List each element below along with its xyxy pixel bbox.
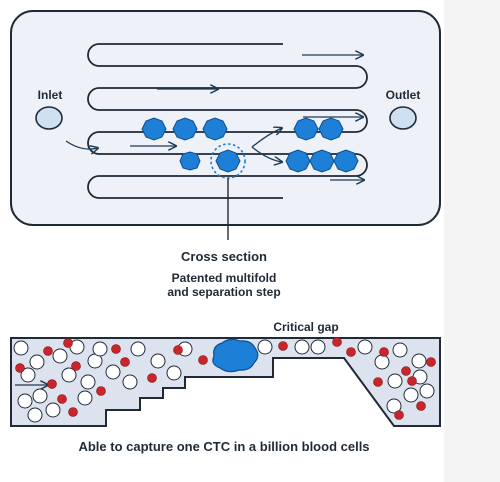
white-cell	[150, 353, 166, 369]
split-arrow-down	[251, 146, 282, 162]
red-cell	[198, 355, 208, 365]
separation-step-line-2: and separation step	[167, 285, 280, 299]
outlet-label: Outlet	[386, 88, 421, 102]
red-cell	[173, 345, 183, 355]
red-cell	[120, 357, 130, 367]
red-cell	[416, 401, 426, 411]
white-cell	[386, 398, 402, 414]
red-cell	[63, 338, 73, 348]
red-cells	[15, 337, 436, 420]
red-cell	[57, 394, 67, 404]
white-cell	[27, 407, 43, 423]
white-cell	[294, 339, 310, 355]
ctc-cell	[293, 117, 319, 141]
red-cell	[43, 346, 53, 356]
chip: Inlet Outlet	[10, 10, 441, 226]
white-cell	[92, 341, 108, 357]
white-cells	[13, 339, 435, 423]
ctc-cells	[141, 117, 359, 173]
ctc-cell	[318, 117, 344, 141]
white-cell	[130, 341, 146, 357]
white-cell	[374, 354, 390, 370]
red-cell	[111, 344, 121, 354]
white-cell	[403, 387, 419, 403]
ctc-cell	[215, 149, 241, 173]
red-cell	[332, 337, 342, 347]
white-cell	[13, 340, 29, 356]
inlet-port	[35, 106, 63, 130]
side-panel	[444, 0, 500, 482]
white-cell	[310, 339, 326, 355]
ctc-large	[212, 338, 259, 373]
white-cell	[419, 383, 435, 399]
outlet-port	[389, 106, 417, 130]
red-cell	[278, 341, 288, 351]
white-cell	[29, 354, 45, 370]
white-cell	[45, 402, 61, 418]
ctc-cell	[285, 149, 311, 173]
red-cell	[96, 386, 106, 396]
white-cell	[411, 353, 427, 369]
split-arrow-up	[251, 128, 282, 148]
white-cell	[61, 367, 77, 383]
white-cell	[17, 393, 33, 409]
white-cell	[357, 339, 373, 355]
inlet-arrow	[65, 140, 98, 149]
red-cell	[394, 410, 404, 420]
cross-section-channel	[10, 337, 441, 427]
white-cell	[80, 374, 96, 390]
ctc-cell	[202, 117, 228, 141]
red-cell	[401, 366, 411, 376]
red-cell	[373, 377, 383, 387]
inlet-label: Inlet	[38, 88, 63, 102]
white-cell	[166, 365, 182, 381]
red-cell	[379, 347, 389, 357]
white-cell	[257, 339, 273, 355]
separation-step-line-1: Patented multifold	[172, 271, 277, 285]
white-cell	[20, 367, 36, 383]
critical-gap-label: Critical gap	[273, 320, 338, 334]
red-cell	[47, 379, 57, 389]
white-cell	[387, 373, 403, 389]
white-cell	[105, 364, 121, 380]
cross-section	[10, 337, 441, 427]
white-cell	[52, 348, 68, 364]
red-cell	[147, 373, 157, 383]
ctc-cell	[309, 149, 335, 173]
red-cell	[15, 363, 25, 373]
red-cell	[426, 357, 436, 367]
ctc-cell	[172, 117, 198, 141]
caption: Able to capture one CTC in a billion blo…	[78, 439, 369, 454]
red-cell	[71, 361, 81, 371]
red-cell	[68, 407, 78, 417]
white-cell	[122, 374, 138, 390]
white-cell	[32, 388, 48, 404]
white-cell	[392, 342, 408, 358]
cross-section-title: Cross section	[181, 249, 267, 264]
ctc-cell	[179, 151, 201, 171]
red-cell	[407, 376, 417, 386]
white-cell	[77, 390, 93, 406]
ctc-cell	[141, 117, 167, 141]
red-cell	[346, 347, 356, 357]
flow-arrows	[65, 55, 364, 180]
ctc-cell	[333, 149, 359, 173]
chip-body	[10, 10, 441, 226]
